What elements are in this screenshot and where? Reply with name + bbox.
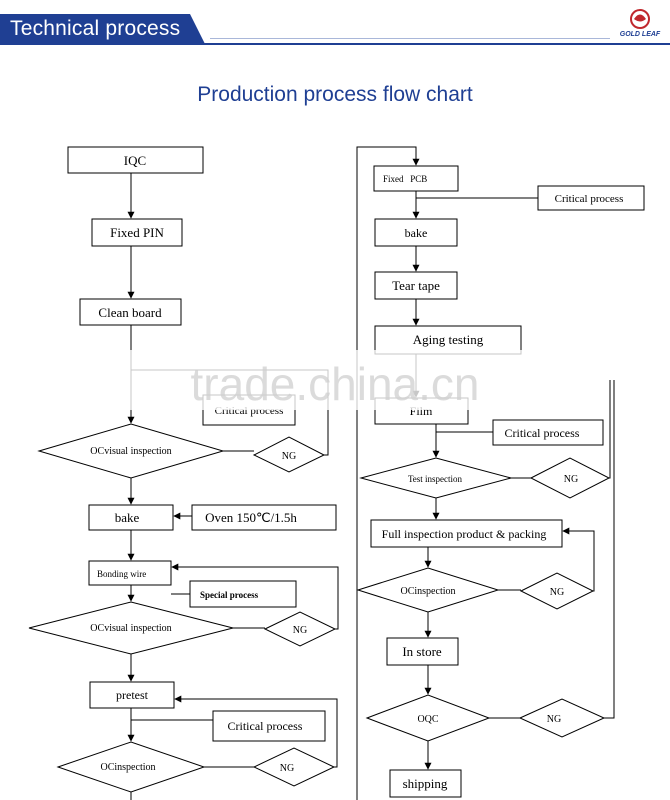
node-bonding-wire-label: Bonding wire bbox=[97, 569, 146, 579]
loopback-ng-3 bbox=[174, 695, 338, 768]
node-shipping bbox=[389, 769, 462, 798]
node-ng-2-label: NG bbox=[293, 625, 307, 636]
node-ng-1-label: NG bbox=[282, 451, 296, 462]
logo-text: GOLD LEAF bbox=[619, 31, 661, 38]
node-ng-6-label: NG bbox=[547, 714, 561, 725]
node-oven-note bbox=[191, 504, 337, 531]
node-aging-testing-label: Aging testing bbox=[413, 332, 484, 347]
node-special-process-label: Special process bbox=[200, 590, 259, 600]
node-ng-5-label: NG bbox=[550, 587, 564, 598]
node-oven-note-label: Oven 150℃/1.5h bbox=[205, 510, 297, 525]
column-connector bbox=[356, 146, 420, 800]
node-fixed-pcb-label: Fixed PCB bbox=[383, 174, 427, 184]
node-clean-board-label: Clean board bbox=[98, 305, 162, 320]
node-critical-process-2-label: Critical process bbox=[228, 719, 303, 733]
loopback-ng-2 bbox=[171, 563, 339, 630]
loopback-ng-6 bbox=[604, 380, 615, 719]
watermark-band bbox=[120, 350, 540, 410]
node-test-inspection-label: Test inspection bbox=[408, 474, 463, 484]
node-ng-6 bbox=[518, 698, 606, 738]
node-oc-visual-inspection-1-label: OCvisual inspection bbox=[90, 446, 171, 457]
node-bake-1-label: bake bbox=[115, 510, 140, 525]
node-fixed-pin-label: Fixed PIN bbox=[110, 225, 164, 240]
loopback-ng-4 bbox=[609, 380, 611, 479]
header-tab bbox=[0, 14, 205, 44]
node-critical-process-4-label: Critical process bbox=[505, 426, 580, 440]
gold-leaf-logo-icon bbox=[630, 9, 650, 29]
node-tear-tape bbox=[374, 271, 458, 300]
node-in-store-label: In store bbox=[402, 644, 442, 659]
node-in-store bbox=[386, 637, 459, 666]
header-rule-thin bbox=[210, 38, 610, 39]
node-critical-process-4 bbox=[492, 419, 604, 446]
node-fixed-pin bbox=[91, 218, 183, 247]
node-pretest-label: pretest bbox=[116, 688, 149, 702]
header-title: Technical process bbox=[10, 17, 181, 40]
node-ng-4-label: NG bbox=[564, 474, 578, 485]
loopback-ng-5 bbox=[562, 527, 595, 592]
node-oc-inspection-1-label: OCinspection bbox=[101, 762, 156, 773]
node-oc-visual-inspection-2-label: OCvisual inspection bbox=[90, 623, 171, 634]
node-oc-inspection-2-label: OCinspection bbox=[401, 586, 456, 597]
node-full-inspection bbox=[370, 519, 563, 548]
node-full-inspection-label: Full inspection product & packing bbox=[382, 527, 547, 541]
node-critical-process-3-label: Critical process bbox=[555, 193, 624, 205]
node-bake-1 bbox=[88, 504, 174, 531]
node-bake-2-label: bake bbox=[405, 226, 428, 240]
watermark-text: trade.china.cn bbox=[191, 358, 480, 410]
node-iqc bbox=[67, 146, 204, 174]
node-fixed-pcb bbox=[373, 165, 459, 192]
node-bonding-wire bbox=[88, 560, 172, 586]
diagram-title: Production process flow chart bbox=[197, 83, 473, 106]
page-header: Technical process GOLD LEAF bbox=[0, 0, 670, 50]
node-special-process bbox=[189, 580, 297, 608]
node-critical-process-3 bbox=[537, 185, 645, 211]
node-pretest bbox=[89, 681, 175, 709]
node-tear-tape-label: Tear tape bbox=[392, 278, 440, 293]
node-shipping-label: shipping bbox=[403, 776, 448, 791]
node-iqc-label: IQC bbox=[124, 153, 146, 168]
node-critical-process-2 bbox=[212, 710, 326, 742]
node-clean-board bbox=[79, 298, 182, 326]
header-rule bbox=[0, 43, 670, 45]
node-oqc-label: OQC bbox=[417, 714, 438, 725]
node-ng-3-label: NG bbox=[280, 763, 294, 774]
